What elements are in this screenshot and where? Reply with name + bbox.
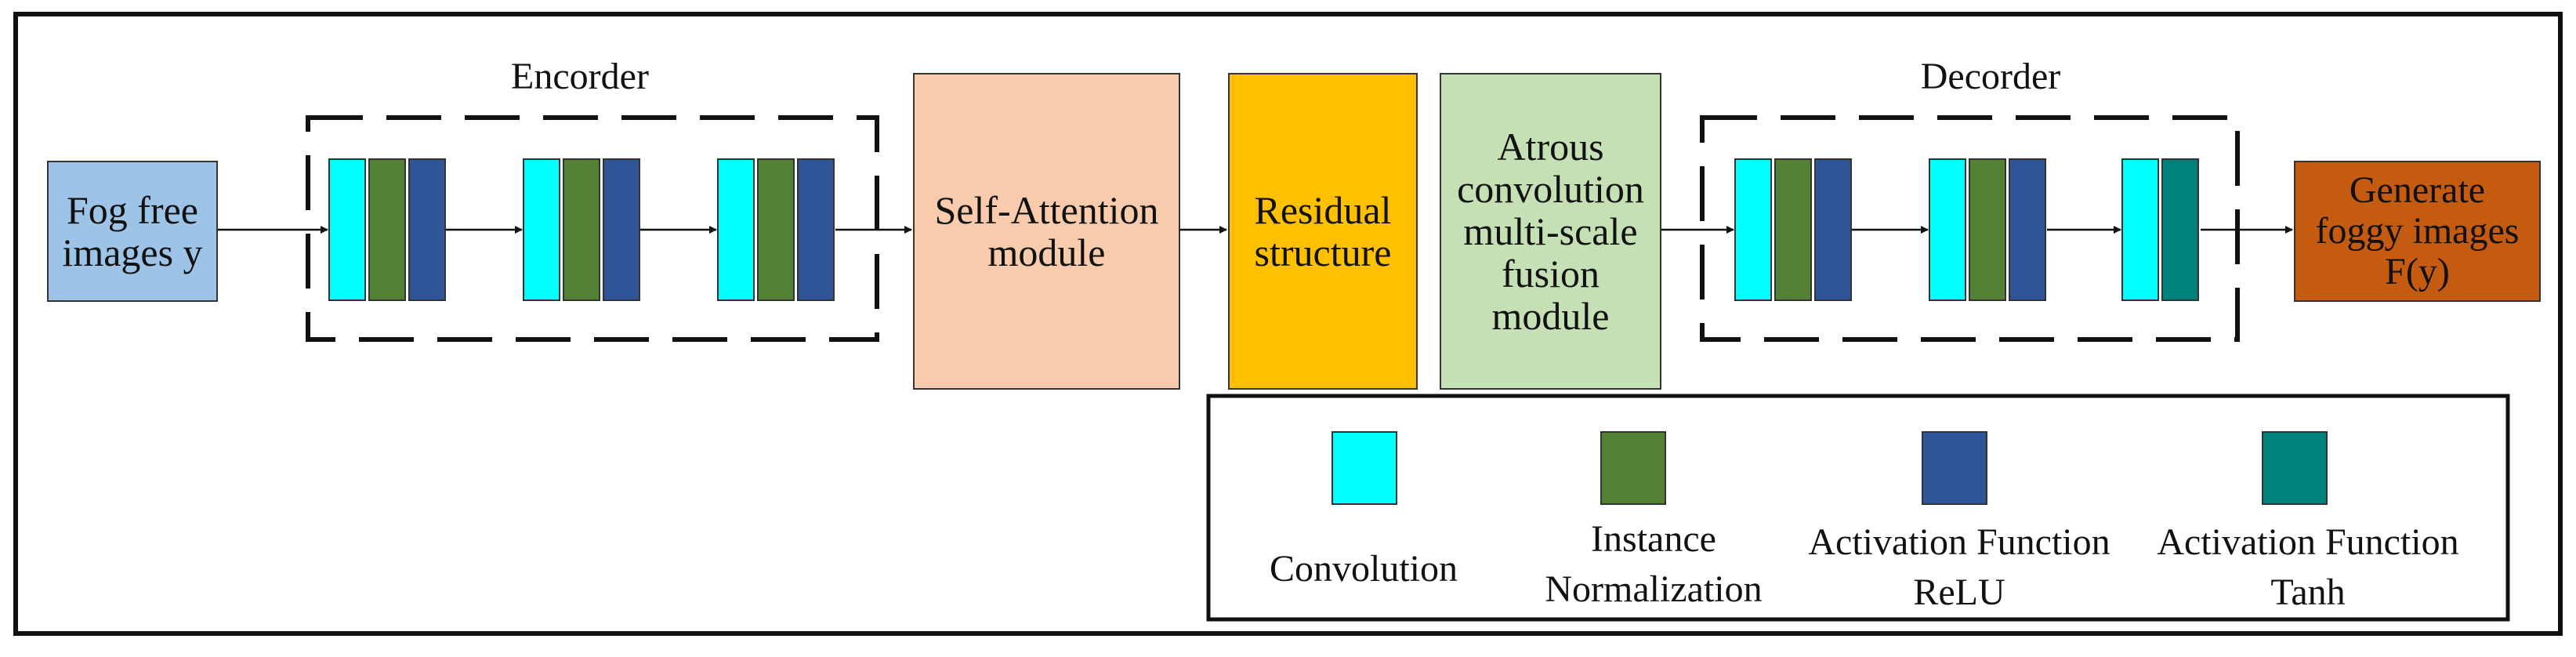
output-block: Generate foggy images F(y) xyxy=(2294,161,2541,302)
legend-label-relu-line1: Activation Function xyxy=(1808,521,2110,563)
decoder-title: Decorder xyxy=(1920,56,2061,97)
legend-label-relu: Activation Function ReLU xyxy=(1763,522,2155,613)
legend-swatch-relu xyxy=(1922,431,1987,505)
legend-label-tanh-line1: Activation Function xyxy=(2157,521,2459,563)
residual-block: Residual structure xyxy=(1228,73,1418,390)
encoder-title: Encorder xyxy=(511,56,649,97)
instance-norm-layer xyxy=(757,158,795,301)
self-attention-block: Self-Attention module xyxy=(913,73,1180,390)
residual-label: Residual structure xyxy=(1254,188,1392,274)
relu-layer xyxy=(2009,158,2046,301)
encoder-group-border xyxy=(306,115,879,342)
instance-norm-layer xyxy=(563,158,600,301)
output-block-label: Generate foggy images F(y) xyxy=(2315,169,2520,292)
decoder-block-3 xyxy=(2121,158,2199,301)
self-attention-label: Self-Attention module xyxy=(934,188,1159,274)
convolution-layer xyxy=(523,158,560,301)
convolution-layer xyxy=(1734,158,1772,301)
legend-label-tanh-line2: Tanh xyxy=(2270,572,2346,613)
legend-label-tanh: Activation Function Tanh xyxy=(2124,522,2492,613)
tanh-layer xyxy=(2161,158,2199,301)
decoder-block-1 xyxy=(1734,158,1852,301)
convolution-layer xyxy=(2121,158,2159,301)
convolution-layer xyxy=(328,158,366,301)
instance-norm-layer xyxy=(1969,158,2006,301)
encoder-block-1 xyxy=(328,158,446,301)
atrous-fusion-label: Atrous convolution multi-scale fusion mo… xyxy=(1457,125,1644,338)
relu-layer xyxy=(1814,158,1852,301)
relu-layer xyxy=(797,158,835,301)
legend-label-relu-line2: ReLU xyxy=(1913,572,2005,613)
convolution-layer xyxy=(1929,158,1966,301)
input-block-label: Fog free images y xyxy=(62,188,203,274)
decoder-group-border xyxy=(1700,115,2240,342)
legend-label-instance-norm-line2: Normalization xyxy=(1545,568,1763,610)
encoder-block-3 xyxy=(717,158,835,301)
instance-norm-layer xyxy=(1774,158,1812,301)
outer-frame xyxy=(13,12,2563,636)
instance-norm-layer xyxy=(368,158,406,301)
legend-swatch-convolution xyxy=(1331,431,1397,505)
relu-layer xyxy=(408,158,446,301)
legend-swatch-instance-norm xyxy=(1600,431,1666,505)
legend-label-instance-norm-line1: Instance xyxy=(1591,518,1716,560)
atrous-fusion-block: Atrous convolution multi-scale fusion mo… xyxy=(1440,73,1661,390)
legend-swatch-tanh xyxy=(2262,431,2328,505)
input-block: Fog free images y xyxy=(47,161,218,302)
legend-frame xyxy=(1206,394,2510,622)
convolution-layer xyxy=(717,158,755,301)
decoder-block-2 xyxy=(1929,158,2046,301)
legend-label-convolution: Convolution xyxy=(1269,548,1458,590)
legend-label-instance-norm: Instance Normalization xyxy=(1489,519,1818,610)
encoder-block-2 xyxy=(523,158,640,301)
relu-layer xyxy=(603,158,640,301)
